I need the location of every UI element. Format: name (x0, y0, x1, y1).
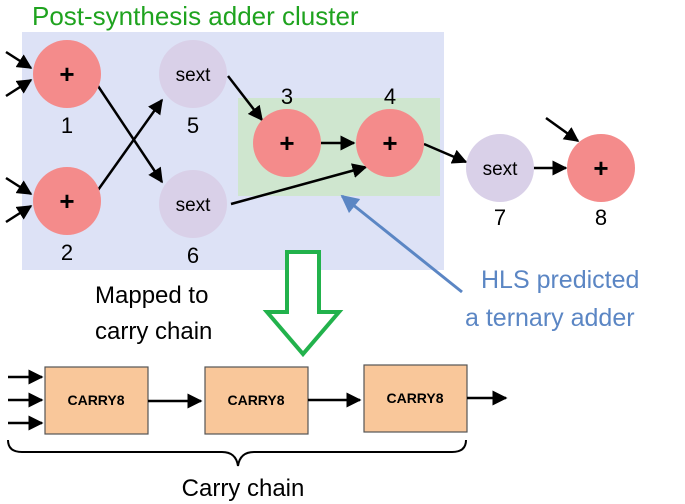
adder-node-4 (356, 109, 424, 177)
node-number: 6 (187, 243, 199, 268)
mapping-label-line1: Mapped to (95, 282, 208, 309)
carry8-block-2 (204, 366, 309, 435)
node-op: + (59, 186, 74, 216)
edge-5-to-3 (227, 75, 263, 122)
sext-node-7 (466, 134, 534, 202)
mapping-arrow (262, 250, 344, 358)
node-number: 7 (494, 205, 506, 230)
carry8-block-3 (363, 364, 468, 433)
mapping-label-line2: carry chain (95, 318, 212, 345)
node-number: 8 (595, 205, 607, 230)
chain-brace (7, 439, 467, 467)
adder-node-3 (253, 109, 321, 177)
carry-block-label: CARRY8 (386, 390, 443, 406)
sext-node-5 (159, 40, 227, 108)
input-arrow (5, 204, 33, 224)
hls-note-line2: a ternary adder (465, 304, 635, 332)
node-op: sext (483, 159, 519, 180)
node-op: sext (176, 65, 212, 86)
carry-block-label: CARRY8 (67, 392, 124, 408)
hls-note-line1: HLS predicted (481, 266, 639, 294)
input-arrow (5, 78, 33, 98)
adder-node-8 (567, 134, 635, 202)
input-arrow (5, 50, 33, 70)
edge-4-to-7 (423, 142, 468, 164)
input-arrow (5, 176, 33, 196)
input-arrow-8 (545, 116, 580, 143)
adder-node-2 (33, 167, 101, 235)
node-op: + (593, 153, 608, 183)
node-number: 3 (281, 84, 293, 109)
edge-6-to-4 (230, 163, 368, 206)
hls-pointer-arrow (340, 194, 463, 294)
chain-label: Carry chain (182, 475, 305, 502)
cluster-title: Post-synthesis adder cluster (32, 1, 359, 31)
adder-node-1 (33, 40, 101, 108)
node-op: + (279, 128, 294, 158)
carry8-block-1 (44, 366, 149, 435)
node-number: 2 (61, 240, 73, 265)
edge-2-to-5 (96, 98, 164, 191)
edge-1-to-6 (96, 85, 164, 184)
node-number: 4 (384, 84, 396, 109)
node-op: + (59, 59, 74, 89)
carry-block-label: CARRY8 (227, 392, 284, 408)
node-number: 1 (61, 113, 73, 138)
sext-node-6 (159, 170, 227, 238)
node-number: 5 (187, 113, 199, 138)
node-op: + (382, 128, 397, 158)
node-op: sext (176, 195, 212, 216)
